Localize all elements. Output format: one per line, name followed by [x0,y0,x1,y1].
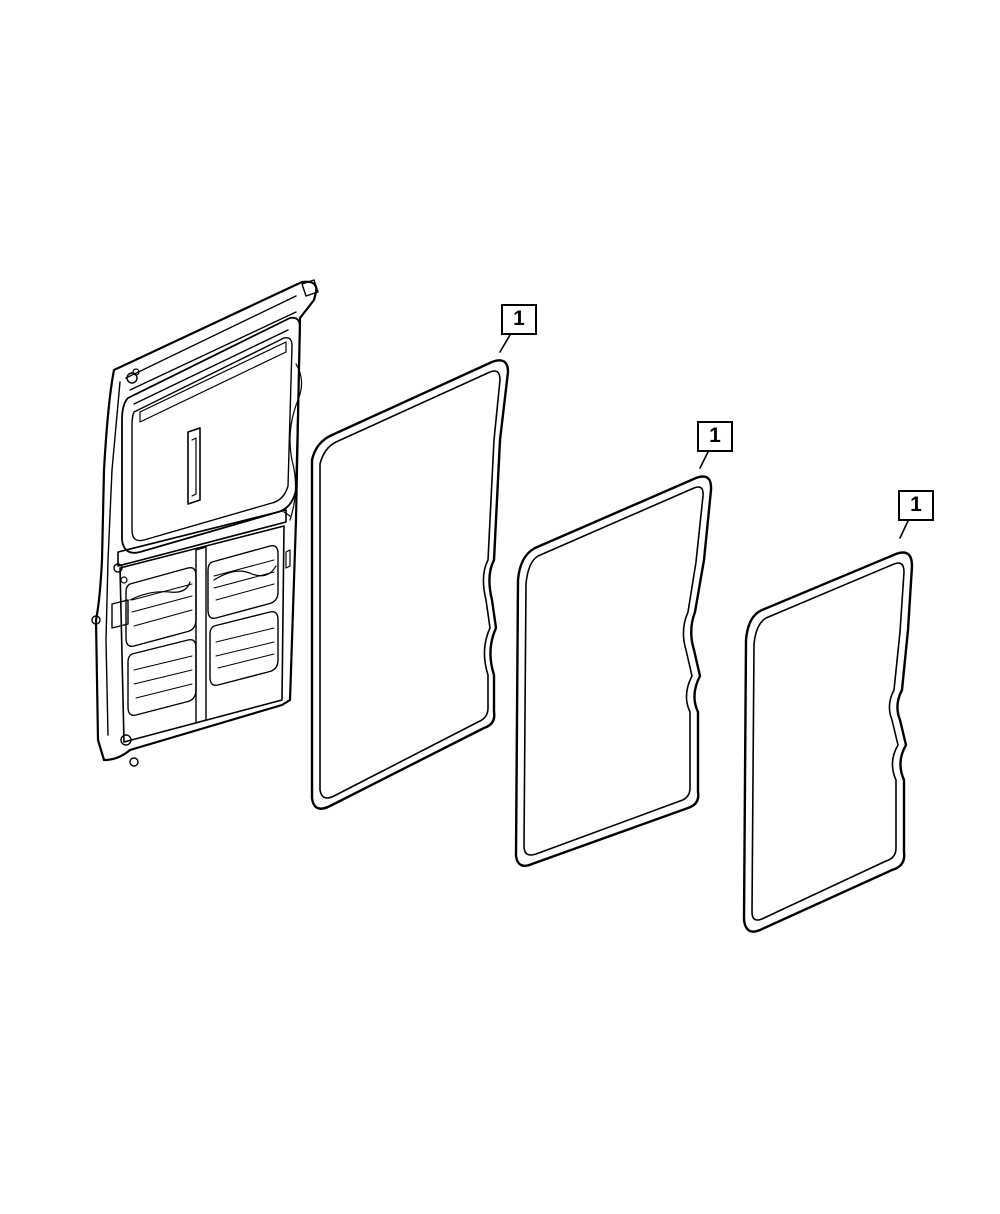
callout-1-seal-c: 1 [898,490,934,521]
door-seal-a [310,359,510,810]
leader-line-a [499,334,511,353]
leader-line-c [899,520,909,539]
door-seal-b [514,475,713,867]
leader-line-b [699,451,709,469]
callout-1-seal-b: 1 [697,421,733,452]
rear-door-panel [91,279,319,767]
door-seal-c [742,551,914,933]
callout-1-seal-a: 1 [501,304,537,335]
callout-leaders [499,334,909,539]
